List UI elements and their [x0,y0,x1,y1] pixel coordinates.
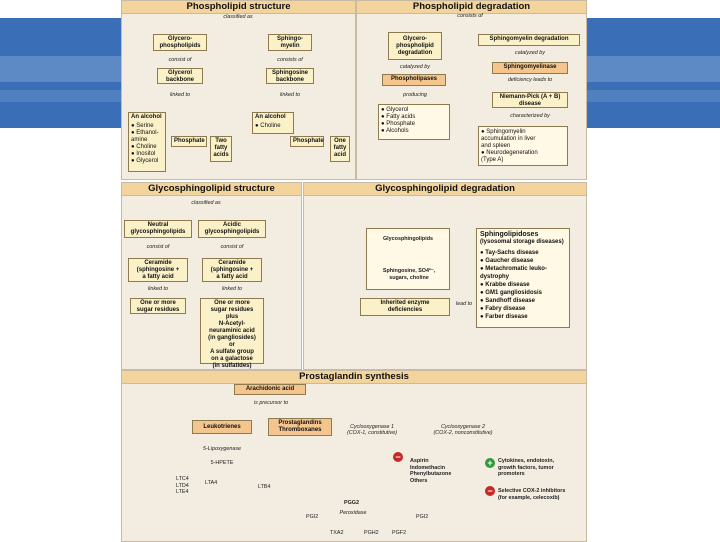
leukotrienes-box: Leukotrienes [192,420,252,434]
inhibit-icon: − [393,452,403,462]
consist-of-label: consist of [220,244,244,250]
lta4-label: LTA4 [205,480,218,486]
nsaids-label: Aspirin Indomethacin Phenylbutazone Othe… [410,458,452,484]
consist-of-label: consist of [146,244,170,250]
linked-to-label: linked to [147,286,169,292]
catalyzed-by-label: catalyzed by [400,64,430,70]
acidic-glycosphingolipids-box: Acidic glycosphingolipids [198,220,266,238]
pgg2-label: PGG2 [344,500,359,506]
classified-as-label: classified as [223,14,253,20]
panel-title: Glycosphingolipid structure [122,183,301,196]
precursor-label: is precursor to [253,400,289,406]
arachidonic-acid-box: Arachidonic acid [234,384,306,395]
choline-item: ● Choline [255,123,281,129]
sphingolipidoses-title: Sphingolipidoses [480,231,539,238]
consists-of-label: consists of [457,13,483,19]
pgi2-left-label: PGI2 [306,514,319,520]
prostaglandin-synthesis-panel: Prostaglandin synthesis [121,370,587,542]
degradation-products-box: ● Glycerol ● Fatty acids ● Phosphate ● A… [378,104,450,140]
sphingomyelin-degradation-box: Sphingomyelin degradation [478,34,580,46]
hpete-label: 5-HPETE [210,460,234,466]
panel-title: Phospholipid degradation [357,1,586,14]
ceramide-box: Ceramide (sphingosine + a fatty acid [128,258,188,282]
panel-title: Prostaglandin synthesis [122,371,586,384]
breakdown-products-label: Sphingosine, SO4²⁻, sugars, choline [382,268,436,281]
glycosphingolipid-degradation-box [366,228,450,290]
two-fatty-acids-box: Two fatty acids [210,136,232,162]
alcohol-list: ● Serine ● Ethanol- amine ● Choline ● In… [131,123,159,164]
peroxidase-label: Peroxidase [339,510,367,516]
linked-to-label: linked to [279,92,301,98]
consists-of-label: consists of [277,57,303,63]
phosphate-box: Phosphate [171,136,207,147]
alcohol-box-2: An alcohol ● Choline [252,112,294,134]
alcohol-box: An alcohol ● Serine ● Ethanol- amine ● C… [128,112,166,172]
producing-label: producing [403,92,427,98]
panel-title: Phospholipid structure [122,1,355,14]
niemann-pick-characteristics-box: ● Sphingomyelin accumulation in liver an… [478,126,568,166]
ceramide-box-2: Ceramide (sphingosine + a fatty acid [202,258,262,282]
panel-title: Glycosphingolipid degradation [304,183,586,196]
one-fatty-acid-box: One fatty acid [330,136,350,162]
sphingolipidoses-subtitle: (lysosomal storage diseases) [480,239,564,245]
cox1-label: Cyclooxygenase 1 (COX-1, constitutive) [346,424,398,436]
niemann-pick-box: Niemann-Pick (A + B) disease [492,92,568,108]
inhibit-icon: − [485,486,495,496]
txa2-label: TXA2 [330,530,344,536]
cox2-inducers-label: Cytokines, endotoxin, growth factors, tu… [498,458,555,477]
sphingomyelinase-box: Sphingomyelinase [492,62,568,74]
glycosphingolipids-label: Glycosphingolipids [382,236,434,242]
pgh2-label: PGH2 [364,530,379,536]
alcohol-heading: An alcohol [255,114,286,120]
lead-to-label: lead to [455,301,473,307]
pgi2-right-label: PGI2 [416,514,429,520]
glycerophospholipid-degradation-box: Glycero- phospholipid degradation [388,32,442,60]
sugar-residues-box: One or more sugar residues [130,298,186,314]
ltb4-label: LTB4 [258,484,271,490]
alcohol-heading: An alcohol [131,114,162,120]
prostaglandins-box: Prostaglandins Thromboxanes [268,418,332,436]
acidic-residues-box: One or more sugar residues plus N-Acetyl… [200,298,264,369]
characterized-by-label: characterized by [510,113,550,119]
catalyzed-by-label: catalyzed by [515,50,545,56]
lipoxygenase-label: 5-Lipoxygenase [202,446,242,452]
glycerophospholipids-box: Glycero- phospholipids [153,34,207,51]
sphingosine-backbone-box: Sphingosine backbone [266,68,314,84]
ltc4-ltd4-lte4-label: LTC4 LTD4 LTE4 [176,476,189,495]
cox2-inhibitors-label: Selective COX-2 inhibitors (for example,… [498,488,566,501]
consist-of-label: consist of [168,57,192,63]
linked-to-label: linked to [169,92,191,98]
phosphate-box-2: Phosphate [290,136,324,147]
stimulate-icon: + [485,458,495,468]
inherited-deficiencies-box: Inherited enzyme deficiencies [360,298,450,316]
cox2-label: Cyclooxygenase 2 (COX-2, nonconstitutive… [433,424,493,436]
phospholipases-box: Phospholipases [382,74,446,86]
glycerol-backbone-box: Glycerol backbone [157,68,203,84]
linked-to-label: linked to [221,286,243,292]
disease-list: ● Tay-Sachs disease ● Gaucher disease ● … [480,250,547,320]
deficiency-leads-to-label: deficiency leads to [507,77,553,83]
classified-as-label: classified as [191,200,221,206]
sphingolipidoses-box: Sphingolipidoses (lysosomal storage dise… [476,228,570,328]
pgf2-label: PGF2 [392,530,407,536]
neutral-glycosphingolipids-box: Neutral glycosphingolipids [124,220,192,238]
sphingomyelin-box: Sphingo- myelin [268,34,312,51]
